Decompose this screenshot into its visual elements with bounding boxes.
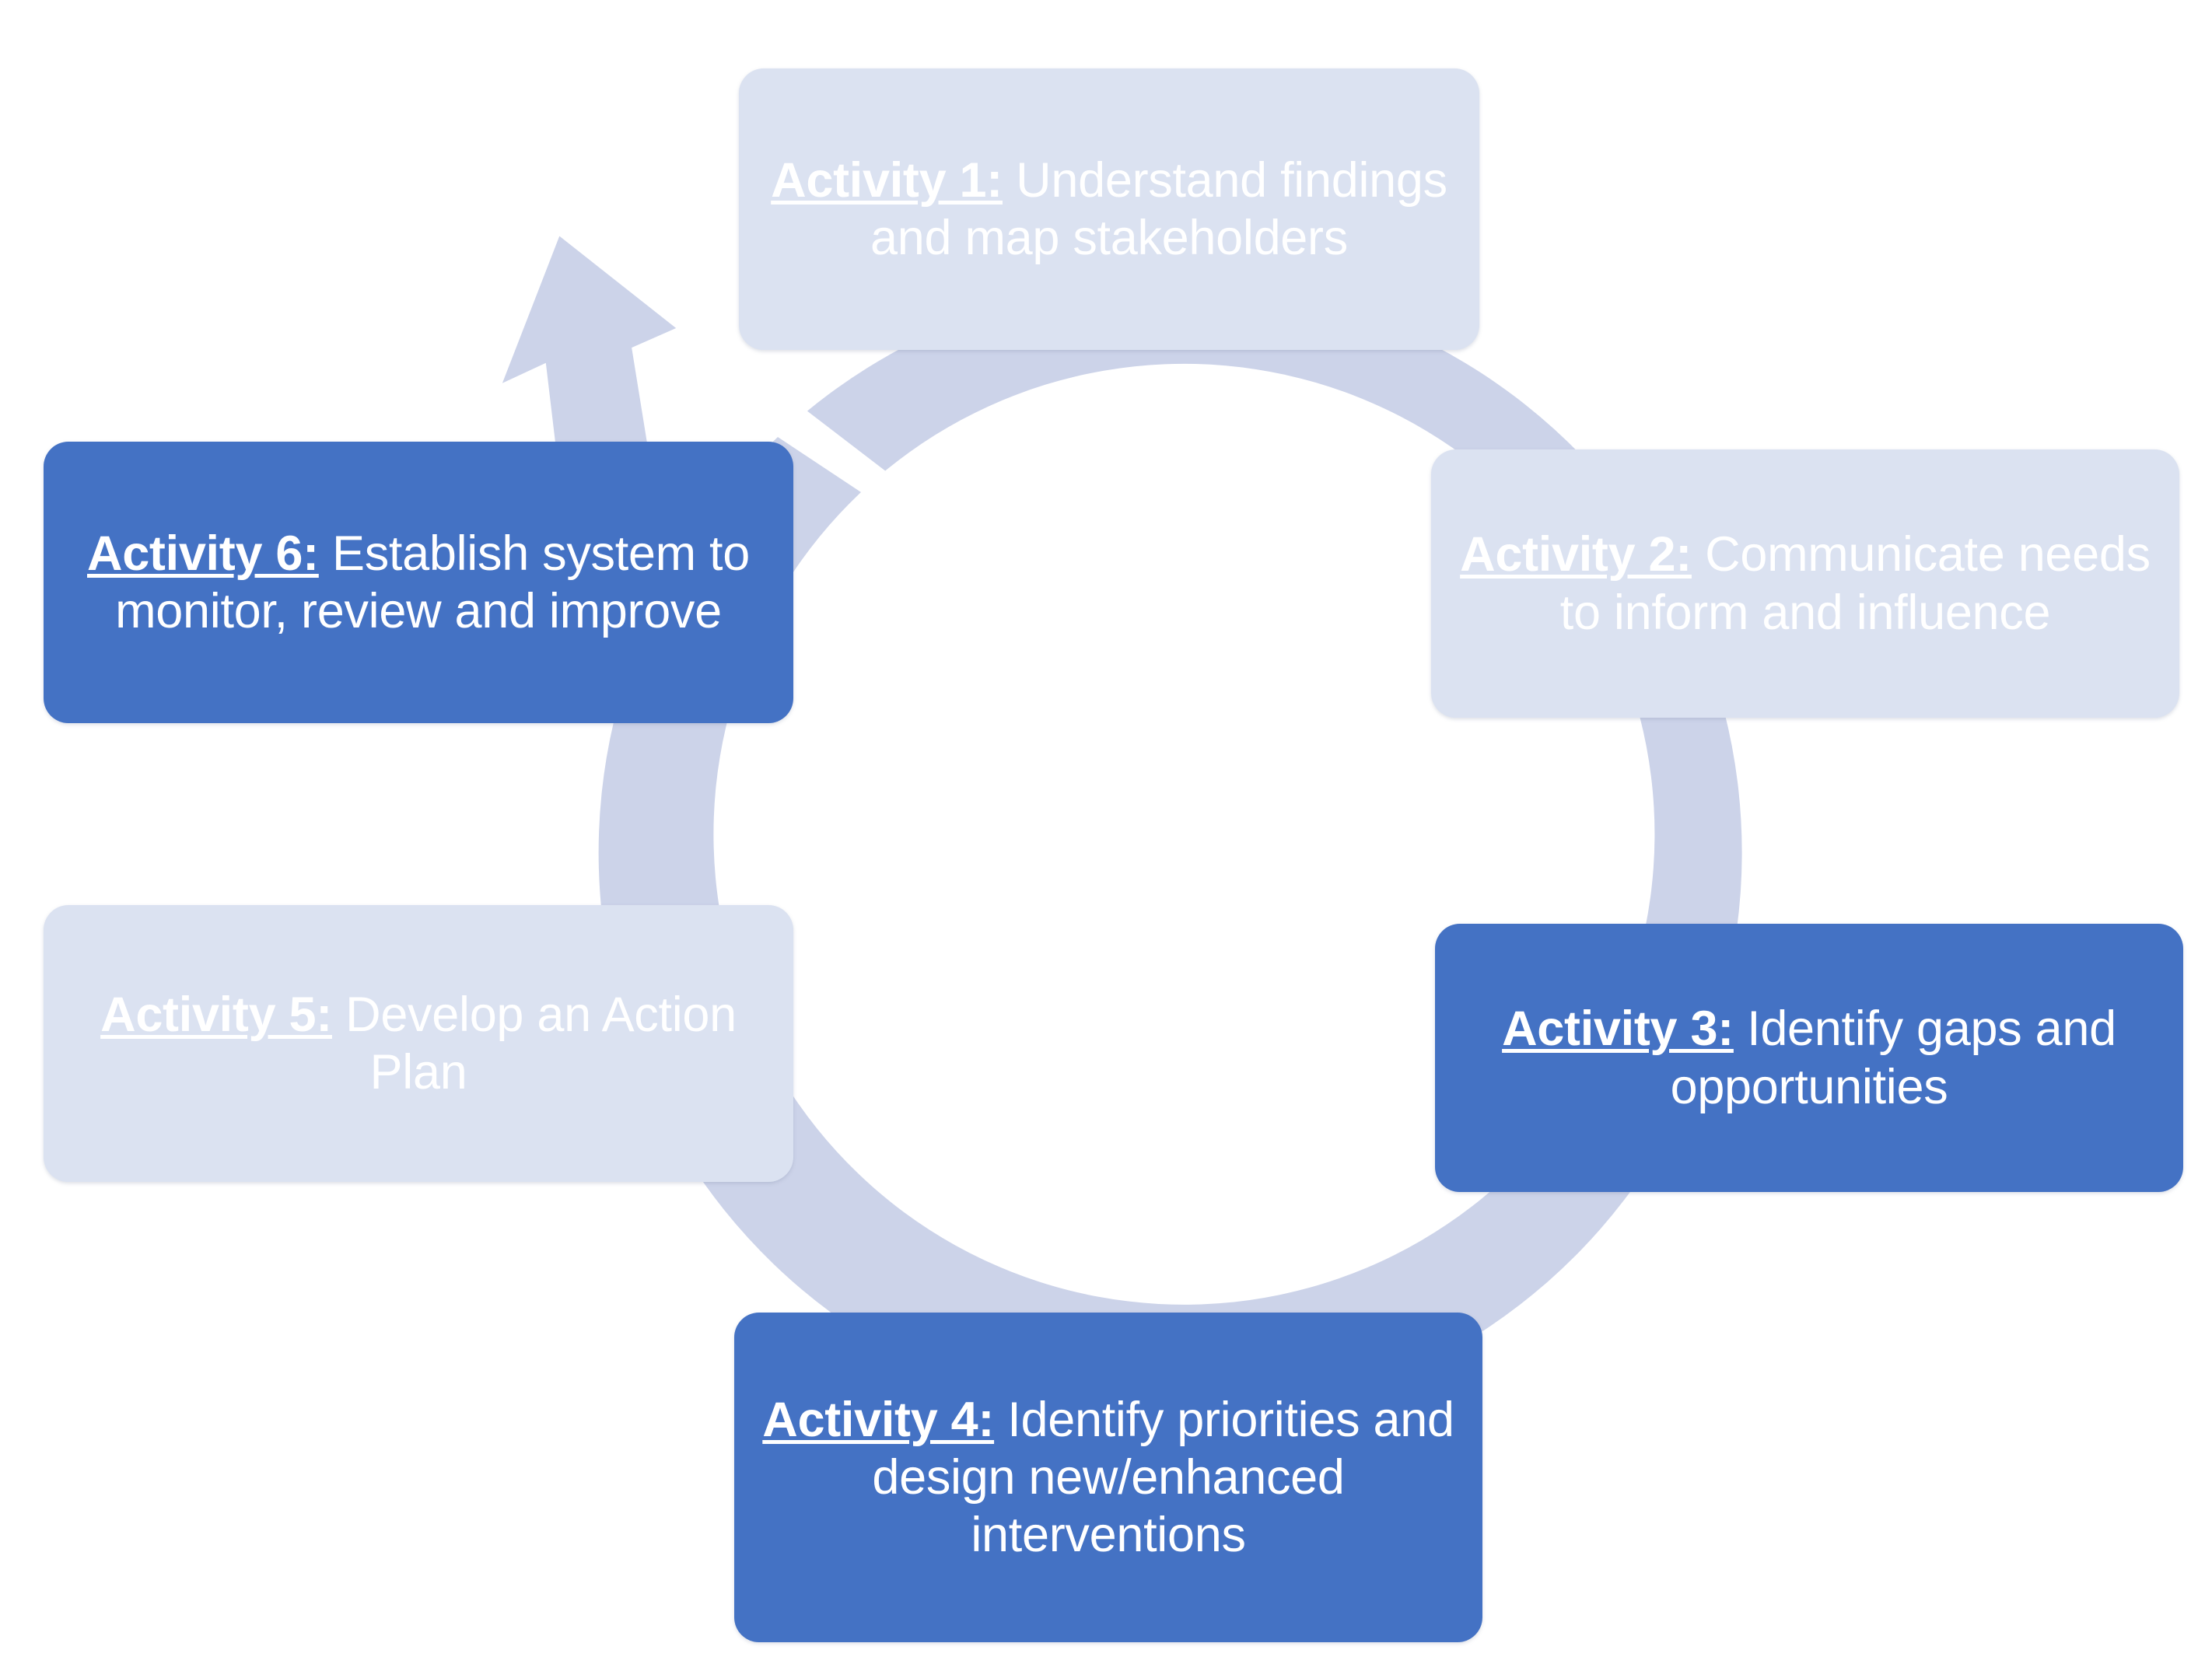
activity-2-text: Activity 2: Communicate needs to inform … xyxy=(1453,526,2158,641)
activity-5-lead: Activity 5: xyxy=(100,987,332,1042)
activity-2-body: Communicate needs to inform and influenc… xyxy=(1559,527,2151,640)
cycle-node-activity-1[interactable]: Activity 1: Understand findings and map … xyxy=(739,68,1479,350)
activity-1-body: Understand findings and map stakeholders xyxy=(870,152,1447,265)
activity-4-lead: Activity 4: xyxy=(762,1392,995,1447)
activity-6-lead: Activity 6: xyxy=(87,526,319,581)
activity-5-text: Activity 5: Develop an Action Plan xyxy=(65,986,772,1102)
cycle-node-activity-2[interactable]: Activity 2: Communicate needs to inform … xyxy=(1431,449,2179,718)
activity-3-lead: Activity 3: xyxy=(1502,1002,1734,1057)
activity-5-body: Develop an Action Plan xyxy=(331,987,737,1099)
activity-2-lead: Activity 2: xyxy=(1460,527,1692,582)
cycle-node-activity-3[interactable]: Activity 3: Identify gaps and opportunit… xyxy=(1435,924,2183,1192)
activity-6-text: Activity 6: Establish system to monitor,… xyxy=(65,525,772,641)
activity-3-body: Identify gaps and opportunities xyxy=(1670,1002,2117,1114)
cycle-node-activity-6[interactable]: Activity 6: Establish system to monitor,… xyxy=(44,442,793,723)
activity-1-text: Activity 1: Understand findings and map … xyxy=(761,152,1458,267)
activity-4-body: Identify priorities and design new/enhan… xyxy=(872,1392,1454,1563)
cycle-node-activity-4[interactable]: Activity 4: Identify priorities and desi… xyxy=(734,1313,1482,1642)
activity-3-text: Activity 3: Identify gaps and opportunit… xyxy=(1457,1000,2161,1116)
cycle-node-activity-5[interactable]: Activity 5: Develop an Action Plan xyxy=(44,905,793,1182)
activity-6-body: Establish system to monitor, review and … xyxy=(115,526,750,638)
activity-4-text: Activity 4: Identify priorities and desi… xyxy=(756,1391,1461,1564)
ring-arrowhead-icon xyxy=(502,236,677,473)
activity-1-lead: Activity 1: xyxy=(771,152,1003,208)
